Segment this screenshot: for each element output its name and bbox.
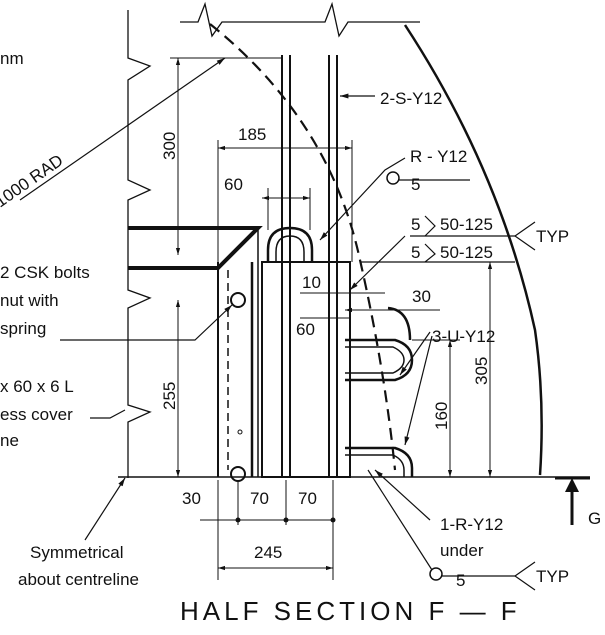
angle-leader: [90, 409, 126, 419]
bar-r-leader: [319, 157, 406, 241]
label-radius: 1000 RAD: [0, 151, 67, 212]
radius-leader: [19, 57, 226, 201]
label-weld-1: 50-125: [440, 215, 493, 234]
cover-plate: [128, 226, 263, 270]
typ-tail-1: [514, 221, 536, 251]
label-bar-2s: 2-S-Y12: [380, 89, 442, 108]
left-break-line: [127, 10, 152, 478]
label-angle-2: ess cover: [0, 405, 73, 424]
section-marker-label: G: [588, 509, 601, 528]
dim-70-a: 70: [250, 489, 269, 508]
bar-3u-leader-2: [404, 335, 433, 446]
label-bar-r: R - Y12: [410, 147, 467, 166]
label-bolt-3: spring: [0, 319, 46, 338]
label-weld-size-4: 5: [456, 571, 465, 590]
typ-tail-2: [514, 561, 536, 591]
dim-305: 305: [472, 357, 491, 385]
dim-10: 10: [302, 273, 321, 292]
r-bar-hook-inner: [275, 235, 305, 262]
weld-bottom-leader: [367, 469, 433, 571]
weld-circle-bottom: [429, 567, 443, 581]
dim-245: 245: [254, 543, 282, 562]
dim-160: 160: [432, 402, 451, 430]
label-angle-3: ne: [0, 431, 19, 450]
small-hole: [237, 429, 243, 435]
dim-70-b: 70: [298, 489, 317, 508]
label-weld-size-2: 5: [411, 243, 420, 262]
bar-3u-leader-1: [399, 331, 431, 376]
section-arrow-head: [565, 478, 579, 492]
weld-circle-top: [386, 171, 400, 185]
label-bar-1r: 1-R-Y12: [440, 515, 503, 534]
bolt-hole-bottom: [230, 466, 246, 482]
bolt-leader: [60, 304, 233, 341]
dashed-radius-arc: [209, 23, 397, 471]
label-bolt-1: 2 CSK bolts: [0, 263, 90, 282]
label-typ-2: TYP: [536, 567, 569, 586]
label-top-left: nm: [0, 49, 24, 68]
label-angle-1: x 60 x 6 L: [0, 377, 74, 396]
u-bar-1-inner: [345, 346, 405, 374]
label-typ-1: TYP: [536, 227, 569, 246]
label-weld-size-1: 5: [411, 215, 420, 234]
dim-185: 185: [238, 125, 266, 144]
web-plate: [261, 261, 351, 478]
u-bar-2: [345, 446, 414, 477]
weld-leader: [349, 235, 406, 291]
label-weld-2: 50-125: [440, 243, 493, 262]
drawing-title: HALF SECTION F — F: [180, 596, 521, 626]
label-bar-1r-under: under: [440, 541, 484, 560]
bar-1r-leader: [374, 469, 431, 521]
u-bar-top: [387, 306, 412, 341]
label-symmetry-2: about centreline: [18, 570, 139, 589]
weld-flag-2: [424, 243, 436, 263]
r-bar-hook: [266, 226, 314, 262]
symmetry-leader: [84, 477, 126, 541]
dim-30-bottom: 30: [182, 489, 201, 508]
u-bar-2-inner: [345, 454, 405, 477]
bolt-hole-top: [230, 292, 246, 308]
label-symmetry-1: Symmetrical: [30, 543, 124, 562]
top-break-line: [180, 1, 420, 38]
dim-30-mid: 30: [412, 287, 431, 306]
dim-300: 300: [160, 132, 179, 160]
label-weld-size-3: 5: [411, 175, 420, 194]
u-bar-1: [345, 338, 414, 382]
label-bar-3u: 3-U-Y12: [432, 327, 495, 346]
weld-flag-1: [424, 215, 436, 237]
dim-60-top: 60: [224, 175, 243, 194]
label-bolt-2: nut with: [0, 291, 59, 310]
outer-curve: [403, 24, 543, 476]
dim-255: 255: [160, 382, 179, 410]
dim-60-mid: 60: [296, 320, 315, 339]
